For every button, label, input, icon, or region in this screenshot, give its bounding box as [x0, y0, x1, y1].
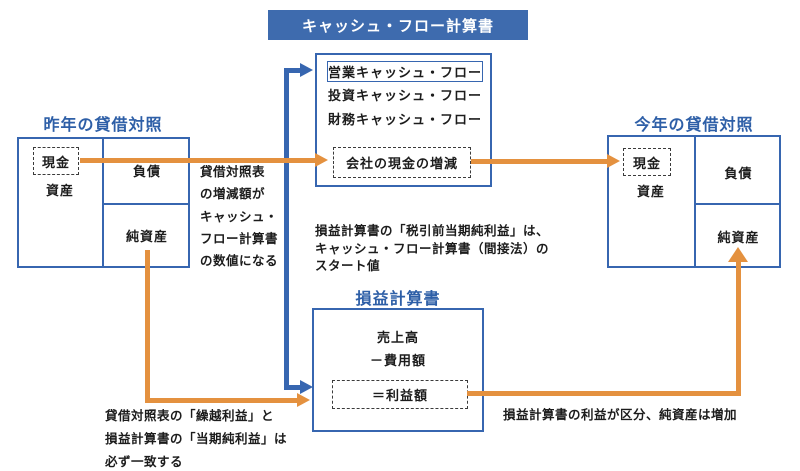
- arrow-profit-to-na-head: [728, 247, 748, 262]
- arrow-na-to-pl-head: [297, 393, 310, 407]
- this-year-assets-label: 資産: [636, 183, 665, 199]
- last-year-assets-label: 資産: [45, 182, 74, 198]
- income-statement-box: [312, 308, 484, 432]
- annotation-bs-change: 貸借対照表 の増減額が キャッシュ・ フロー計算書 の数値になる: [200, 161, 278, 272]
- this-year-bs-liab-na-divider: [694, 203, 781, 205]
- annotation-pl-start-line: 損益計算書の「税引前当期純利益」は、: [315, 224, 550, 238]
- arrow-na-to-pl-horizontal: [145, 398, 297, 403]
- annotation-bs-change-line: の増減額が: [200, 187, 266, 202]
- blue-connector-vertical: [284, 68, 289, 390]
- this-year-cash-box: 現金: [623, 148, 671, 176]
- arrow-cf-to-cash-head: [607, 154, 620, 168]
- this-year-net-assets-label: 純資産: [717, 229, 760, 245]
- blue-connector-bottom-arm: [284, 385, 301, 390]
- annotation-retained-match-line: 必ず一致する: [105, 455, 184, 469]
- sales-label: 売上高: [376, 329, 419, 345]
- arrow-cash-to-cf-head: [315, 153, 328, 167]
- annotation-pl-start-line: キャッシュ・フロー計算書（間接法）の: [315, 241, 550, 256]
- company-cash-change-box: 会社の現金の増減: [333, 147, 471, 178]
- annotation-bs-change-line: フロー計算書: [200, 231, 279, 246]
- last-year-bs-heading: 昨年の貸借対照: [43, 117, 163, 134]
- annotation-bs-change-line: 貸借対照表: [200, 165, 266, 179]
- arrow-profit-to-na-vertical: [736, 262, 741, 396]
- annotation-retained-match-line: 損益計算書の「当期純利益」は: [105, 432, 288, 446]
- diagram-title-banner: キャッシュ・フロー計算書: [268, 10, 528, 40]
- arrow-profit-to-na-horizontal: [467, 391, 739, 396]
- annotation-retained-match-line: 貸借対照表の「繰越利益」と: [105, 409, 275, 423]
- annotation-profit-to-net-assets: 損益計算書の利益が区分、純資産は増加: [503, 404, 737, 423]
- diagram-title: キャッシュ・フロー計算書: [301, 17, 494, 35]
- this-year-liabilities-label: 負債: [724, 165, 753, 181]
- investing-cash-flow-label: 投資キャッシュ・フロー: [327, 87, 482, 103]
- annotation-pl-start-line: スタート値: [315, 259, 381, 273]
- operating-cash-flow-box: 営業キャッシュ・フロー: [327, 61, 483, 82]
- last-year-bs-liab-na-divider: [102, 203, 190, 205]
- annotation-retained-match: 貸借対照表の「繰越利益」と 損益計算書の「当期純利益」は 必ず一致する: [105, 405, 287, 471]
- annotation-bs-change-line: キャッシュ・: [200, 209, 279, 224]
- financing-cash-flow-label: 財務キャッシュ・フロー: [327, 111, 482, 127]
- this-year-bs-divider: [694, 135, 696, 268]
- annotation-pl-start: 損益計算書の「税引前当期純利益」は、 キャッシュ・フロー計算書（間接法）の スタ…: [315, 223, 549, 276]
- annotation-profit-to-net-assets-line: 損益計算書の利益が区分、純資産は増加: [503, 408, 738, 422]
- last-year-bs-divider: [102, 137, 104, 268]
- last-year-cash-box: 現金: [33, 147, 79, 175]
- blue-arrowhead-to-operating-cf: [300, 63, 313, 77]
- arrow-cash-to-cf-segment: [80, 158, 315, 163]
- blue-arrowhead-to-profit-box: [300, 380, 313, 394]
- arrow-cf-to-cash-segment: [471, 159, 607, 164]
- expenses-label: －費用額: [369, 352, 426, 368]
- income-statement-heading: 損益計算書: [355, 291, 441, 308]
- this-year-bs-heading: 今年の貸借対照: [634, 117, 754, 134]
- profit-amount-box: ＝利益額: [332, 380, 468, 409]
- arrow-na-to-pl-vertical: [145, 250, 150, 401]
- last-year-liabilities-label: 負債: [132, 163, 161, 179]
- blue-connector-top-arm: [284, 68, 301, 73]
- last-year-net-assets-label: 純資産: [125, 228, 168, 244]
- annotation-bs-change-line: の数値になる: [200, 254, 279, 269]
